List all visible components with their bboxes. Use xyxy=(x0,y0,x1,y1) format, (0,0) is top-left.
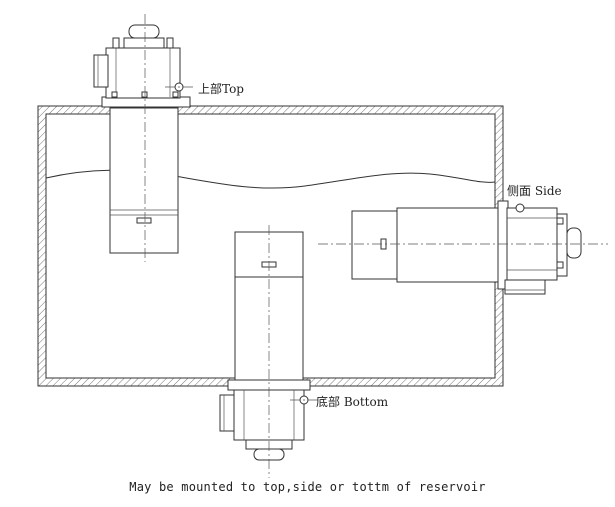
filter-top-inlet xyxy=(93,54,109,88)
filter-side-mounted xyxy=(318,200,608,295)
filter-side-outlet xyxy=(504,279,546,295)
filter-side-element xyxy=(396,207,500,283)
filter-side-element-front xyxy=(351,210,399,280)
filter-side-indicator xyxy=(515,203,525,213)
label-bottom-mount: 底部 Bottom xyxy=(316,395,389,409)
filter-side-cap xyxy=(566,227,582,259)
diagram-caption: May be mounted to top,side or tottm of r… xyxy=(129,480,486,494)
filter-bottom-inlet xyxy=(219,394,235,432)
label-side-mount: 侧面 Side xyxy=(507,184,562,198)
filter-top-head xyxy=(105,47,181,99)
reservoir-wall xyxy=(37,105,504,387)
filter-top-element xyxy=(109,107,179,254)
filter-top-mounted xyxy=(93,14,196,262)
filter-side-head xyxy=(506,207,558,281)
label-top-mount: 上部Top xyxy=(198,82,244,96)
filter-bottom-mounted xyxy=(219,225,318,478)
filter-top-cap xyxy=(128,24,160,39)
